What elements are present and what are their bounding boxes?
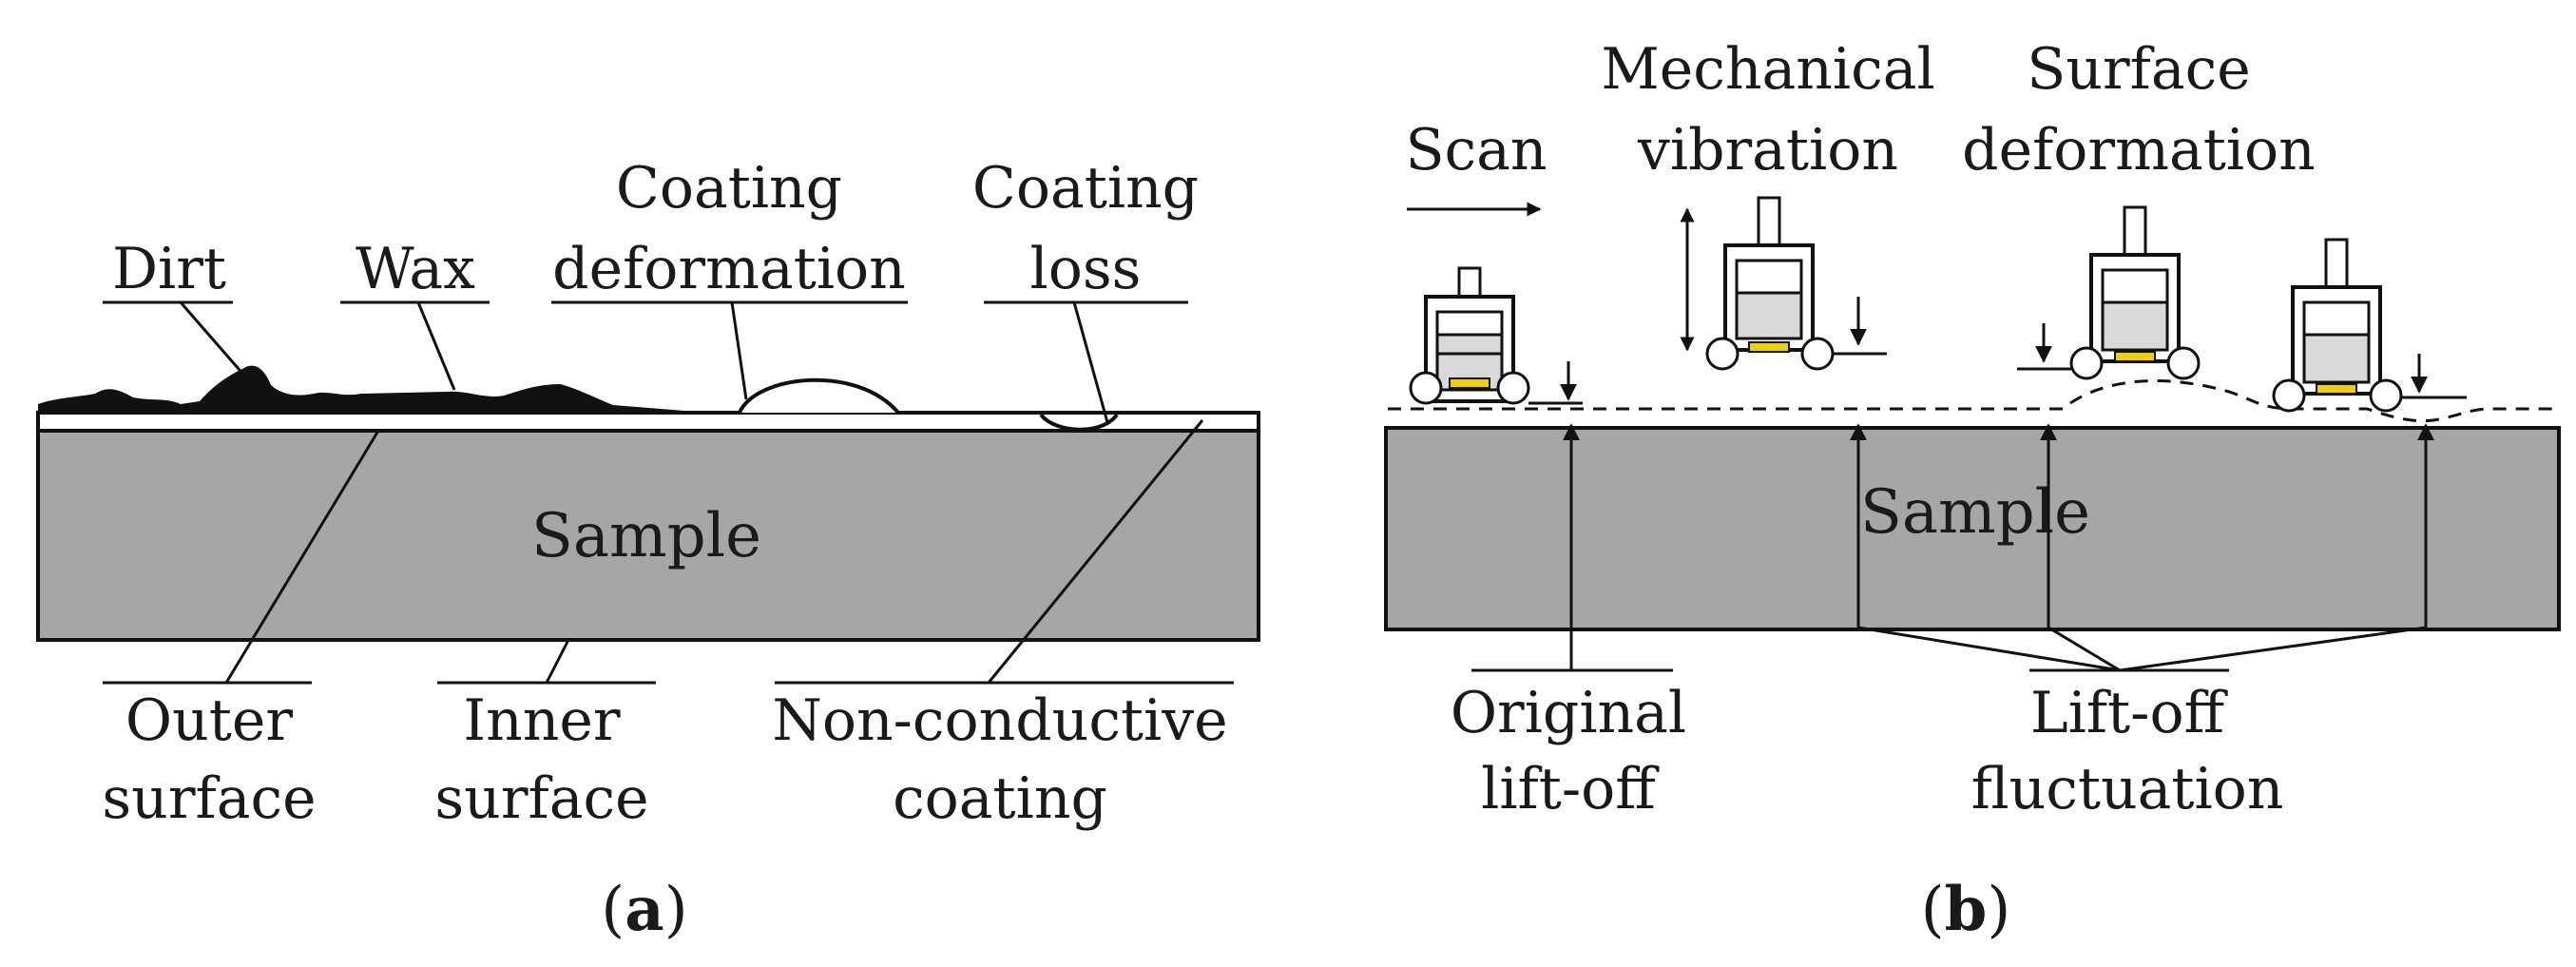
label-sample-a: Sample xyxy=(531,501,761,571)
caption-b: (b) xyxy=(1921,874,2011,945)
coating-loss-dip xyxy=(1039,413,1119,432)
label-coating-loss-1: Coating xyxy=(972,155,1199,222)
label-fluctuation-1: Lift-off xyxy=(2030,680,2229,746)
caption-a: (a) xyxy=(601,874,687,945)
leader-outer-surface xyxy=(224,430,380,684)
label-coating-deformation-1: Coating xyxy=(616,155,842,222)
leader-coating-loss xyxy=(1072,301,1109,423)
coating-deformation-bump xyxy=(738,377,900,415)
sample-block-b xyxy=(1384,426,2561,631)
leader-wax xyxy=(416,301,456,391)
panel-b: Sample Original lift-off Lift-off fluctu… xyxy=(1384,36,2561,945)
label-outer-surface-2: surface xyxy=(102,765,316,832)
label-inner-surface-1: Inner xyxy=(463,687,620,754)
leader-fluctuation-3 xyxy=(2119,626,2427,672)
label-inner-surface-2: surface xyxy=(434,765,648,832)
label-coating-loss-2: loss xyxy=(1030,236,1142,302)
leader-fluctuation-2 xyxy=(2047,626,2121,672)
sensor-in-dip xyxy=(2272,238,2467,413)
label-sample-b: Sample xyxy=(1860,477,2090,548)
label-surface-2: deformation xyxy=(1962,117,2316,184)
label-dirt: Dirt xyxy=(112,236,226,302)
leader-coating-deformation xyxy=(730,301,748,400)
leader-non-conductive xyxy=(987,419,1204,684)
sensor-original xyxy=(1409,266,1583,405)
label-surface-1: Surface xyxy=(2027,36,2251,103)
panel-a: Dirt Wax Coating deformation Coating los… xyxy=(36,155,1260,945)
label-mechanical-2: vibration xyxy=(1637,117,1898,184)
label-coating-deformation-2: deformation xyxy=(552,236,906,302)
label-outer-surface-1: Outer xyxy=(125,687,293,754)
label-wax: Wax xyxy=(356,236,475,302)
label-non-conductive-1: Non-conductive xyxy=(772,687,1227,754)
label-original-1: Original xyxy=(1451,680,1686,746)
sample-block-a xyxy=(36,429,1260,642)
leader-inner-surface xyxy=(545,639,570,684)
leader-dirt xyxy=(179,301,247,377)
dirt-wax-deposit xyxy=(38,365,703,413)
label-scan: Scan xyxy=(1405,117,1547,184)
label-mechanical-1: Mechanical xyxy=(1601,36,1934,103)
label-fluctuation-2: fluctuation xyxy=(1971,756,2284,822)
label-original-2: lift-off xyxy=(1481,756,1660,822)
leader-fluctuation-1 xyxy=(1857,626,2121,672)
sensor-vibrating xyxy=(1705,196,1887,371)
sensor-on-bump xyxy=(2017,205,2201,380)
coating-profile-dashed xyxy=(1388,378,2557,423)
label-non-conductive-2: coating xyxy=(893,765,1107,832)
